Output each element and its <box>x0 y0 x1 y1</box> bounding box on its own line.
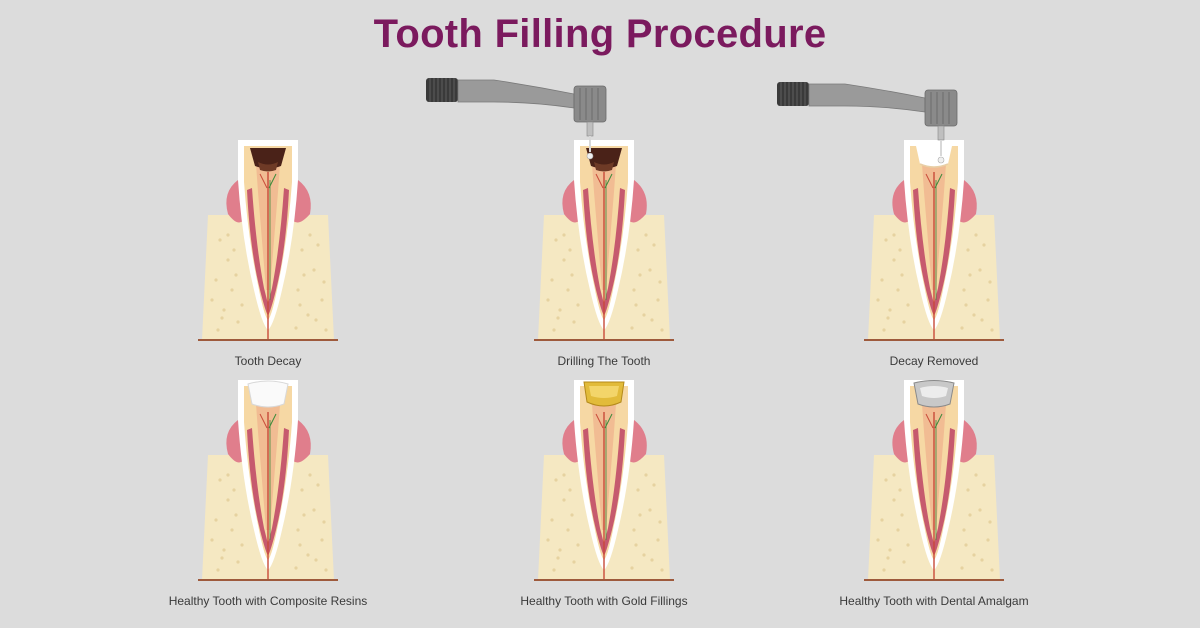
step-caption: Healthy Tooth with Composite Resins <box>168 594 368 608</box>
drill-head <box>573 85 607 123</box>
drill-bit <box>937 125 945 141</box>
tooth-cross-section <box>864 140 1004 341</box>
page-title: Tooth Filling Procedure <box>373 12 827 56</box>
root-canal-wall <box>913 188 955 316</box>
root-canal-wall <box>913 428 955 556</box>
tooth-cross-section <box>534 380 674 581</box>
tooth-cross-section <box>198 140 338 341</box>
root-canal-wall <box>583 188 625 316</box>
drill-head <box>924 89 958 127</box>
drill-handle <box>457 79 575 109</box>
step-caption: Healthy Tooth with Dental Amalgam <box>839 594 1029 608</box>
step-caption: Tooth Decay <box>234 354 302 368</box>
dental-drill-icon <box>775 76 975 181</box>
step-dental-amalgam: Healthy Tooth with Dental Amalgam <box>764 380 1104 608</box>
step-tooth-decay: Tooth Decay <box>98 140 438 368</box>
step-composite-resin: Healthy Tooth with Composite Resins <box>98 380 438 608</box>
root-canal-wall <box>247 428 289 556</box>
composite-filling <box>247 380 289 408</box>
drill-handle <box>808 83 926 113</box>
step-gold-filling: Healthy Tooth with Gold Fillings <box>434 380 774 608</box>
step-decay-removed: Decay Removed <box>764 140 1104 368</box>
dental-drill-icon <box>424 72 624 177</box>
tooth-cross-section <box>198 380 338 581</box>
root-canal-wall <box>247 188 289 316</box>
step-drilling: Drilling The Tooth <box>434 140 774 368</box>
tooth-cross-section <box>864 380 1004 581</box>
root-canal-wall <box>583 428 625 556</box>
drill-bit <box>586 121 594 137</box>
step-caption: Healthy Tooth with Gold Fillings <box>520 594 688 608</box>
step-caption: Decay Removed <box>889 354 979 368</box>
step-caption: Drilling The Tooth <box>557 354 651 368</box>
tooth-cross-section <box>534 140 674 341</box>
